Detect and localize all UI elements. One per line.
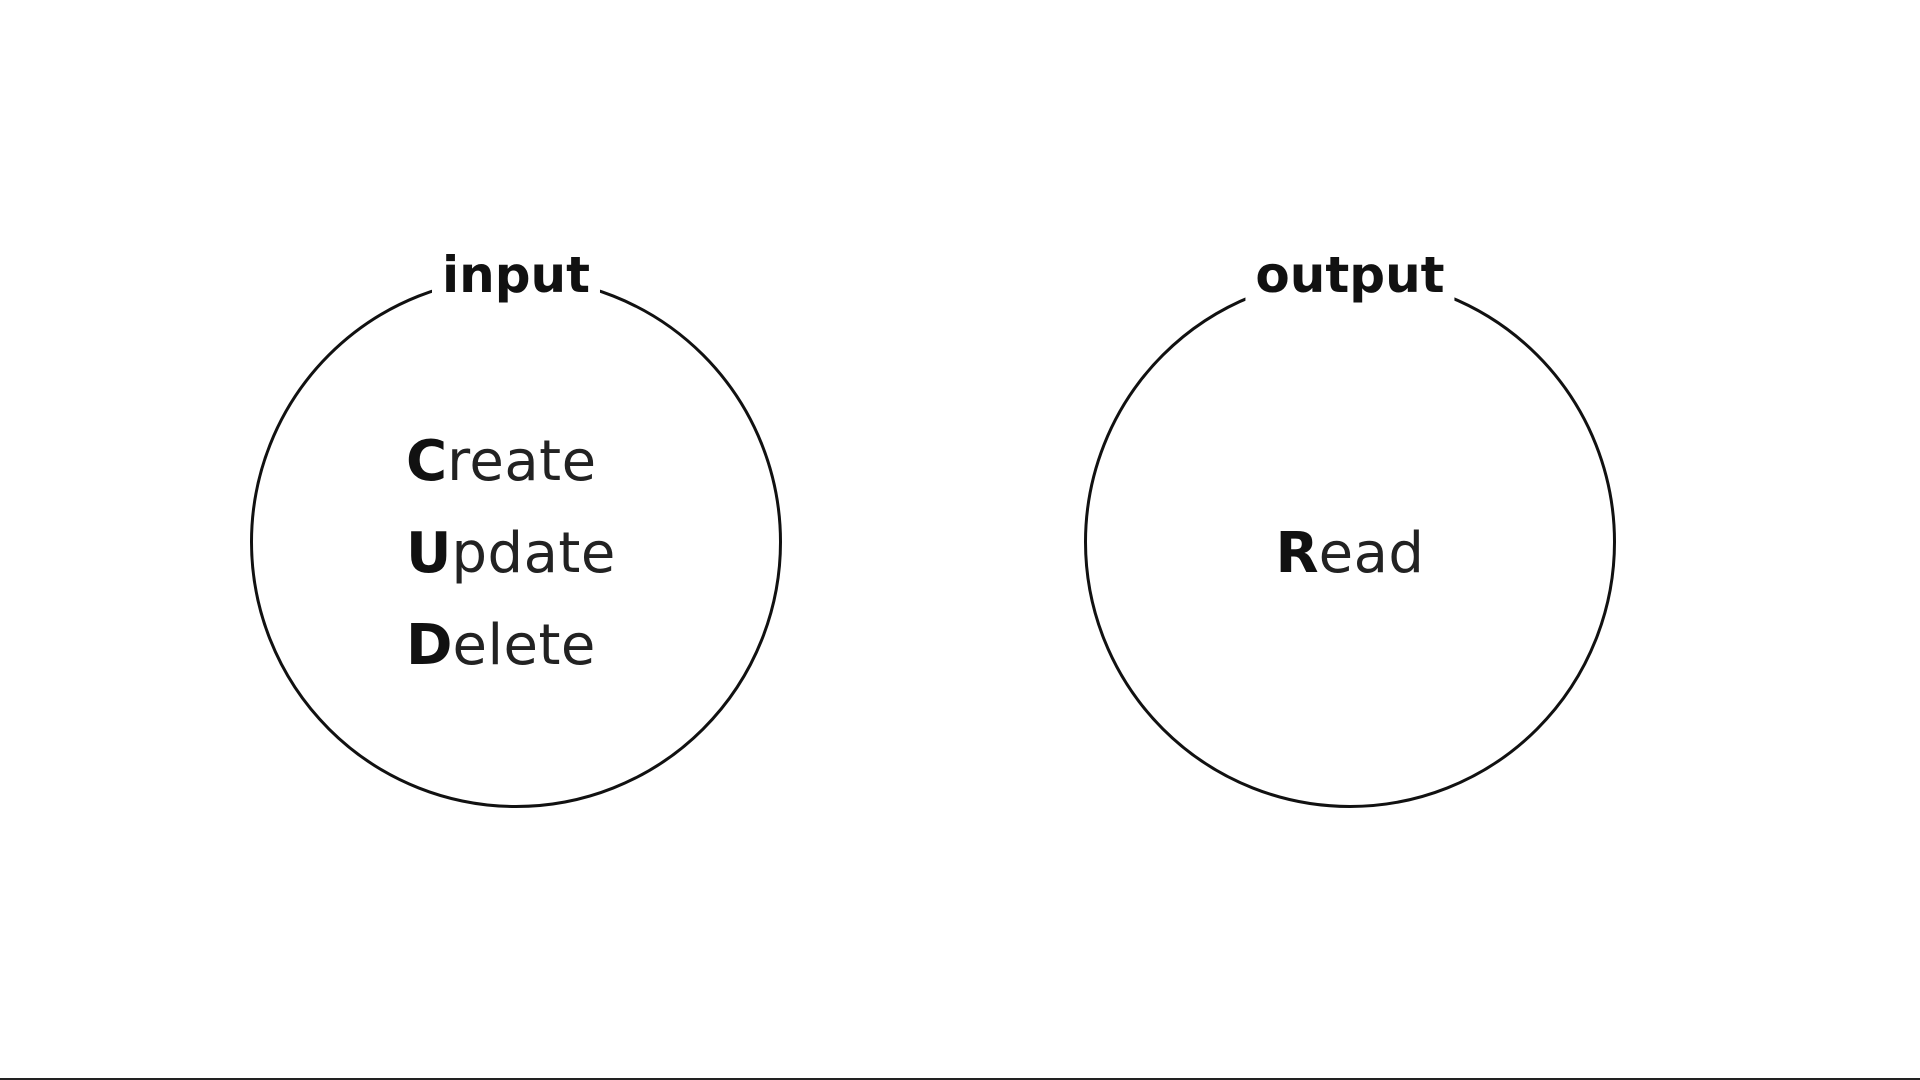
operation-initial: C <box>406 429 448 494</box>
output-operations: Read <box>1276 508 1425 600</box>
operation-initial: U <box>406 521 452 586</box>
operation-rest: reate <box>447 429 597 494</box>
operation-read: Read <box>1276 508 1425 600</box>
input-operations: Create Update Delete <box>406 416 616 692</box>
operation-create: Create <box>406 416 616 508</box>
operation-initial: R <box>1275 521 1319 586</box>
operation-rest: elete <box>452 613 596 678</box>
operation-rest: pdate <box>451 521 616 586</box>
operation-delete: Delete <box>406 600 616 692</box>
output-title: output <box>1245 240 1455 310</box>
operation-rest: ead <box>1318 521 1425 586</box>
input-title: input <box>431 240 601 310</box>
operation-update: Update <box>406 508 616 600</box>
bottom-divider <box>0 1078 1920 1080</box>
operation-initial: D <box>406 613 453 678</box>
